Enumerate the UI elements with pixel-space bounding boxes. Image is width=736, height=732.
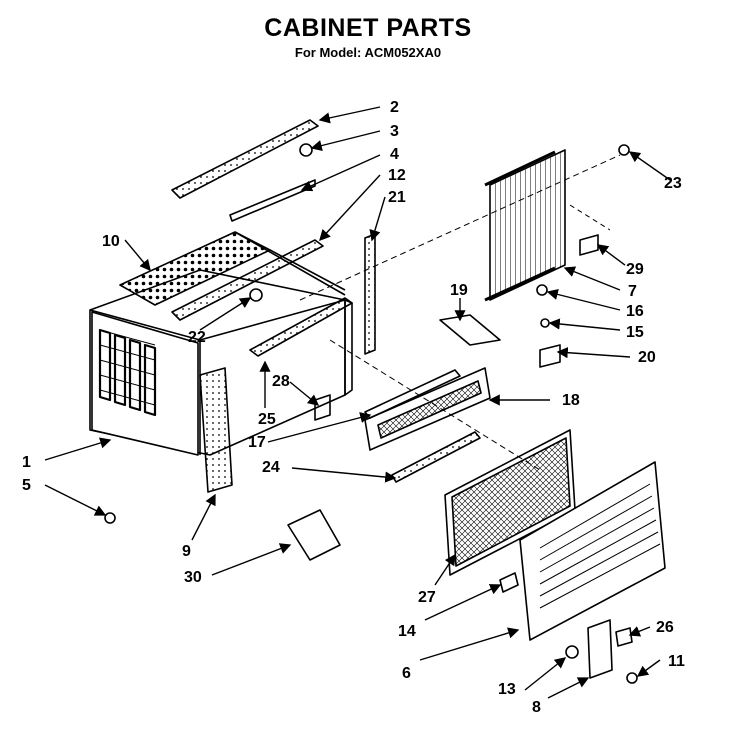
part-26 [615,627,633,647]
callout-2: 2 [390,99,399,116]
callout-21: 21 [388,189,406,206]
callout-27: 27 [418,589,436,606]
knob-13 [565,645,579,659]
knob-30 [287,509,341,561]
callout-14: 14 [398,623,416,640]
callout-6: 6 [402,665,411,682]
rail-2 [171,119,319,199]
part-14 [499,572,519,593]
callout-3: 3 [390,123,399,140]
callout-1: 1 [22,454,31,471]
page-subtitle: For Model: ACM052XA0 [294,45,442,60]
rail-12 [171,239,324,321]
callout-18: 18 [562,392,580,409]
callout-10: 10 [102,233,120,250]
callout-28: 28 [272,373,290,390]
screw-23 [618,144,630,156]
callout-23: 23 [664,175,682,192]
clip-20 [539,344,561,368]
callout-5: 5 [22,477,31,494]
support-21 [364,233,376,355]
screw-3 [299,143,313,157]
callout-13: 13 [498,681,516,698]
callout-26: 26 [656,619,674,636]
front-frame [364,367,491,451]
callout-15: 15 [626,324,644,341]
condenser-coil [484,149,566,302]
bracket-28 [314,394,331,421]
cabinet-shell [89,269,346,456]
callout-29: 29 [626,261,644,278]
callout-17: 17 [248,434,266,451]
washer-15 [540,318,550,328]
clip-29 [579,234,599,256]
bracket-8 [587,619,613,679]
screw-16 [536,284,548,296]
callout-25: 25 [258,411,276,428]
callout-19: 19 [450,282,468,299]
callout-4: 4 [390,146,399,163]
callout-7: 7 [628,283,637,300]
callout-12: 12 [388,167,406,184]
bracket-4 [229,179,316,222]
grommet-22 [249,288,263,302]
side-panel-9 [199,367,233,493]
screw-11 [626,672,638,684]
page-title: CABINET PARTS [264,14,472,42]
callout-22: 22 [188,329,206,346]
callout-16: 16 [626,303,644,320]
bracket-19 [439,314,501,346]
callout-24: 24 [262,459,280,476]
front-panel [519,461,666,641]
callout-8: 8 [532,699,541,716]
callout-11: 11 [668,653,685,670]
bar-24 [391,431,481,483]
callout-30: 30 [184,569,202,586]
screw-5 [104,512,116,524]
callout-20: 20 [638,349,656,366]
callout-9: 9 [182,543,191,560]
